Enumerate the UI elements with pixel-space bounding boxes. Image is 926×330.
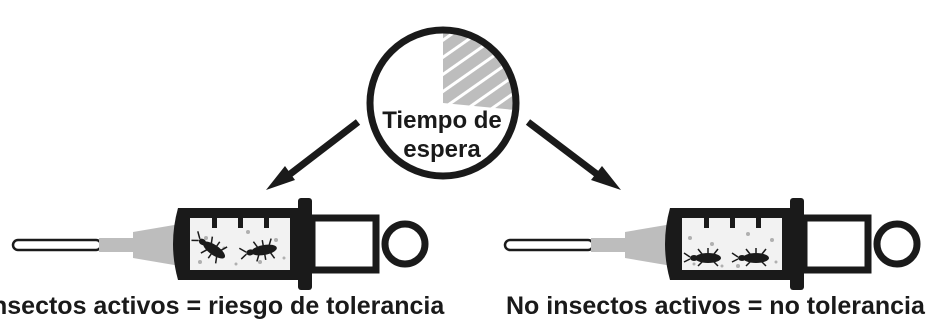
tick-mark (238, 210, 243, 228)
clock-face (366, 26, 520, 180)
needle (503, 238, 595, 252)
clock-label-line2: espera (403, 136, 481, 163)
syringe-icon (503, 198, 921, 290)
plunger-ring (873, 220, 921, 268)
needle-hub (99, 238, 133, 252)
beetle-icon (731, 248, 769, 267)
plunger (800, 214, 872, 274)
tick-mark (756, 210, 761, 228)
plunger-ring (381, 220, 429, 268)
beetle-icon (683, 248, 721, 267)
needle-taper (133, 224, 180, 266)
tick-mark (212, 210, 217, 228)
arrow-down-left-icon (266, 119, 361, 190)
needle-taper (625, 224, 672, 266)
caption-no-active-insects: No insectos activos = no tolerancia (506, 292, 925, 320)
beetle-icon (191, 231, 228, 264)
tick-mark (704, 210, 709, 228)
clock-icon (366, 26, 520, 180)
caption-active-insects: nsectos activos = riesgo de tolerancia (0, 292, 445, 320)
clock-label-line1: Tiempo de (382, 107, 502, 134)
tick-mark (730, 210, 735, 228)
syringe-icon (11, 198, 429, 290)
beetle-icon (238, 238, 277, 262)
needle (11, 238, 103, 252)
plunger (308, 214, 380, 274)
tick-mark (264, 210, 269, 228)
elapsed-time-wedge (443, 30, 516, 110)
clock-label: Tiempo de espera (372, 106, 512, 164)
particle-dots (688, 232, 778, 268)
arrow-down-right-icon (525, 119, 621, 190)
needle-hub (591, 238, 625, 252)
